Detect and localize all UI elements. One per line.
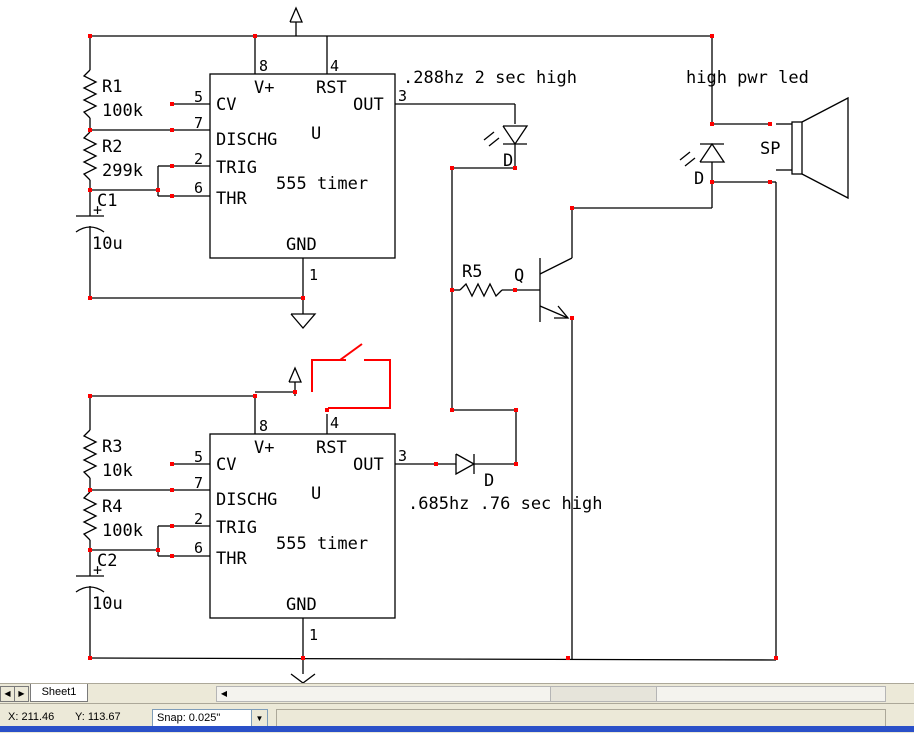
bottom-diode-ref: D xyxy=(484,471,494,491)
scrollbar-thumb[interactable] xyxy=(550,687,657,701)
top-pin6-num: 6 xyxy=(194,179,203,197)
bottom-pin2-num: 2 xyxy=(194,510,203,528)
bottom-gnd-label: GND xyxy=(286,595,317,615)
c1-value: 10u xyxy=(92,234,123,254)
bottom-vcc-label: V+ xyxy=(254,438,274,458)
r1-value: 100k xyxy=(102,101,143,121)
bottom-pin7-num: 7 xyxy=(194,474,203,492)
snap-value: Snap: 0.025" xyxy=(157,712,221,724)
bottom-frequency-note: .685hz .76 sec high xyxy=(408,494,602,514)
schematic-canvas[interactable]: 8 4 V+ RST 5 CV OUT 3 7 DISCHG U 2 TRIG … xyxy=(0,0,914,683)
top-disch-label: DISCHG xyxy=(216,130,277,150)
top-pin4-num: 4 xyxy=(330,57,339,75)
top-pin3-num: 3 xyxy=(398,87,407,105)
c1-ref: C1 xyxy=(97,191,117,211)
c2-value: 10u xyxy=(92,594,123,614)
top-frequency-note: .288hz 2 sec high xyxy=(403,68,577,88)
c2-plus: + xyxy=(93,561,102,579)
top-rst-label: RST xyxy=(316,78,347,98)
r3-ref: R3 xyxy=(102,437,122,457)
sheet-tab-bar: ◀ ▶ Sheet1 ◀ xyxy=(0,683,914,703)
top-vcc-label: V+ xyxy=(254,78,274,98)
horizontal-scrollbar[interactable]: ◀ xyxy=(216,686,886,702)
bottom-rst-label: RST xyxy=(316,438,347,458)
transistor-ref: Q xyxy=(514,266,524,286)
bottom-cv-label: CV xyxy=(216,455,236,475)
top-gnd-label: GND xyxy=(286,235,317,255)
top-cv-label: CV xyxy=(216,95,236,115)
r2-value: 299k xyxy=(102,161,143,181)
bottom-timer-ref: U xyxy=(311,484,321,504)
hp-led-ref: D xyxy=(694,169,704,189)
top-pin7-num: 7 xyxy=(194,114,203,132)
bottom-pin8-num: 8 xyxy=(259,417,268,435)
top-pin2-num: 2 xyxy=(194,150,203,168)
r5-ref: R5 xyxy=(462,262,482,282)
r4-ref: R4 xyxy=(102,497,122,517)
bottom-trig-label: TRIG xyxy=(216,518,257,538)
top-pin5-num: 5 xyxy=(194,88,203,106)
r1-ref: R1 xyxy=(102,77,122,97)
bottom-pin1-num: 1 xyxy=(309,626,318,644)
caret-right-icon: ▶ xyxy=(18,689,25,698)
top-trig-label: TRIG xyxy=(216,158,257,178)
next-sheet-button[interactable]: ▶ xyxy=(14,686,29,702)
top-pin1-num: 1 xyxy=(309,266,318,284)
top-led-ref: D xyxy=(503,151,513,171)
bottom-timer-name: 555 timer xyxy=(276,534,368,554)
bottom-pin3-num: 3 xyxy=(398,447,407,465)
r4-value: 100k xyxy=(102,521,143,541)
hp-led-note: high pwr led xyxy=(686,68,809,88)
cursor-x-readout: X: 211.46 xyxy=(8,711,55,723)
r3-value: 10k xyxy=(102,461,133,481)
caret-left-icon: ◀ xyxy=(4,689,11,698)
first-sheet-button[interactable]: ◀ xyxy=(0,686,15,702)
speaker-ref: SP xyxy=(760,139,780,159)
c2-ref: C2 xyxy=(97,551,117,571)
c1-plus: + xyxy=(93,201,102,219)
top-pin8-num: 8 xyxy=(259,57,268,75)
taskbar-strip xyxy=(0,726,914,732)
top-thr-label: THR xyxy=(216,189,247,209)
scroll-left-icon[interactable]: ◀ xyxy=(220,689,228,698)
bottom-pin6-num: 6 xyxy=(194,539,203,557)
sheet-tab[interactable]: Sheet1 xyxy=(30,684,88,702)
top-timer-ref: U xyxy=(311,124,321,144)
top-out-label: OUT xyxy=(353,95,384,115)
bottom-pin5-num: 5 xyxy=(194,448,203,466)
top-timer-name: 555 timer xyxy=(276,174,368,194)
bottom-pin4-num: 4 xyxy=(330,414,339,432)
r2-ref: R2 xyxy=(102,137,122,157)
cursor-y-readout: Y: 113.67 xyxy=(75,711,121,723)
bottom-out-label: OUT xyxy=(353,455,384,475)
bottom-disch-label: DISCHG xyxy=(216,490,277,510)
bottom-thr-label: THR xyxy=(216,549,247,569)
chevron-down-icon[interactable]: ▼ xyxy=(251,710,267,727)
